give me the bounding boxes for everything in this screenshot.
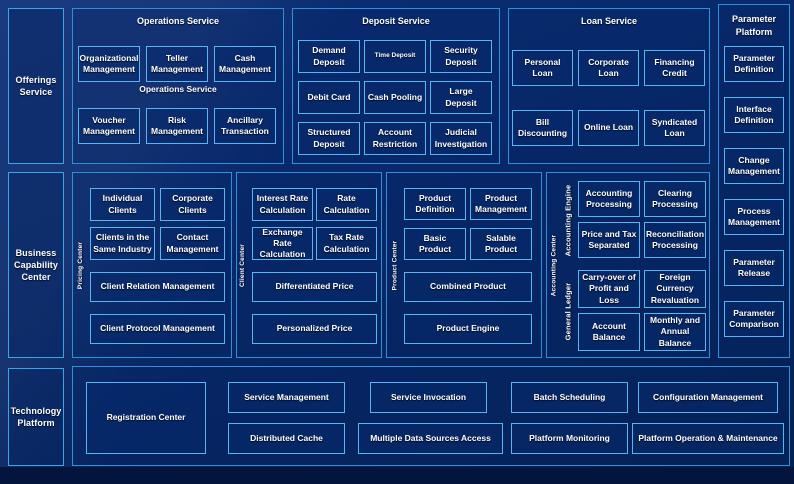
cell-product-definition[interactable]: Product Definition [404, 188, 466, 220]
cell-cash-pooling[interactable]: Cash Pooling [364, 81, 426, 114]
cell-price-and-tax-separated[interactable]: Price and Tax Separated [578, 222, 640, 258]
row-label-technology-platform: Technology Platform [8, 368, 64, 466]
cell-interface-definition[interactable]: Interface Definition [724, 97, 784, 133]
offerings-label-line1: Offerings [15, 74, 57, 85]
cell-basic-product[interactable]: Basic Product [404, 228, 466, 260]
cell-distributed-cache[interactable]: Distributed Cache [228, 423, 345, 454]
cell-client-relation-management[interactable]: Client Relation Management [90, 272, 225, 302]
footer-strip [0, 467, 794, 484]
parameter-platform-title: Parameter Platform [719, 13, 789, 39]
vlabel-general-ledger: General Ledger [563, 282, 573, 340]
cell-service-invocation[interactable]: Service Invocation [370, 382, 487, 413]
technology-label-line2: Platform [17, 418, 55, 428]
parameter-platform-title-line1: Parameter [731, 14, 777, 24]
group-title-loan-service: Loan Service [580, 16, 638, 26]
cell-change-management[interactable]: Change Management [724, 148, 784, 184]
cell-structured-deposit[interactable]: Structured Deposit [298, 122, 360, 155]
cell-demand-deposit[interactable]: Demand Deposit [298, 40, 360, 73]
cell-tax-rate-calculation[interactable]: Tax Rate Calculation [316, 227, 377, 260]
cell-accounting-processing[interactable]: Accounting Processing [578, 181, 640, 217]
cell-process-management[interactable]: Process Management [724, 199, 784, 235]
cell-reconciliation-processing[interactable]: Reconciliation Processing [644, 222, 706, 258]
business-label-line2: Capability [13, 259, 58, 270]
cell-risk-management[interactable]: Risk Management [146, 108, 208, 144]
cell-online-loan[interactable]: Online Loan [578, 110, 639, 146]
cell-multiple-data-sources-access[interactable]: Multiple Data Sources Access [358, 423, 503, 454]
cell-platform-monitoring[interactable]: Platform Monitoring [511, 423, 628, 454]
vlabel-product-center: Product Center [391, 240, 399, 290]
cell-ancillary-transaction[interactable]: Ancillary Transaction [214, 108, 276, 144]
cell-organizational-management[interactable]: Organizational Management [78, 46, 140, 82]
cell-foreign-currency-revaluation[interactable]: Foreign Currency Revaluation [644, 270, 706, 308]
cell-combined-product[interactable]: Combined Product [404, 272, 532, 302]
cell-service-management[interactable]: Service Management [228, 382, 345, 413]
group-title-operations-service: Operations Service [136, 16, 220, 26]
technology-label-line1: Technology [10, 405, 62, 416]
cell-product-engine[interactable]: Product Engine [404, 314, 532, 344]
group-midtitle-operations-service: Operations Service [139, 84, 217, 94]
cell-financing-credit[interactable]: Financing Credit [644, 50, 705, 86]
cell-bill-discounting[interactable]: Bill Discounting [512, 110, 573, 146]
cell-debit-card[interactable]: Debit Card [298, 81, 360, 114]
parameter-platform-title-line2: Platform [735, 27, 773, 38]
vlabel-accounting-center: Accounting Center [550, 234, 558, 296]
cell-corporate-loan[interactable]: Corporate Loan [578, 50, 639, 86]
cell-voucher-management[interactable]: Voucher Management [78, 108, 140, 144]
cell-personalized-price[interactable]: Personalized Price [252, 314, 377, 344]
cell-registration-center[interactable]: Registration Center [86, 382, 206, 454]
offerings-label-line2: Service [19, 87, 53, 97]
cell-differentiated-price[interactable]: Differentiated Price [252, 272, 377, 302]
cell-interest-rate-calculation[interactable]: Interest Rate Calculation [252, 188, 313, 221]
cell-judicial-investigation[interactable]: Judicial Investigation [430, 122, 492, 155]
vlabel-pricing-center: Pricing Center [77, 241, 85, 289]
cell-product-management[interactable]: Product Management [470, 188, 532, 220]
cell-client-protocol-management[interactable]: Client Protocol Management [90, 314, 225, 344]
cell-corporate-clients[interactable]: Corporate Clients [160, 188, 225, 221]
cell-rate-calculation[interactable]: Rate Calculation [316, 188, 377, 221]
cell-monthly-annual-balance[interactable]: Monthly and Annual Balance [644, 313, 706, 351]
cell-account-restriction[interactable]: Account Restriction [364, 122, 426, 155]
vlabel-accounting-engine: Accounting Engine [563, 184, 573, 256]
cell-parameter-release[interactable]: Parameter Release [724, 250, 784, 286]
cell-cash-management[interactable]: Cash Management [214, 46, 276, 82]
row-label-business-capability-center: Business Capability Center [8, 172, 64, 358]
cell-clients-same-industry[interactable]: Clients in the Same Industry [90, 227, 155, 260]
cell-clearing-processing[interactable]: Clearing Processing [644, 181, 706, 217]
cell-large-deposit[interactable]: Large Deposit [430, 81, 492, 114]
cell-exchange-rate-calculation[interactable]: Exchange Rate Calculation [252, 227, 313, 260]
row-label-offerings-service: Offerings Service [8, 8, 64, 164]
cell-security-deposit[interactable]: Security Deposit [430, 40, 492, 73]
cell-personal-loan[interactable]: Personal Loan [512, 50, 573, 86]
business-label-line3: Center [21, 272, 51, 283]
cell-individual-clients[interactable]: Individual Clients [90, 188, 155, 221]
cell-time-deposit[interactable]: Time Deposit [364, 40, 426, 73]
cell-syndicated-loan[interactable]: Syndicated Loan [644, 110, 705, 146]
cell-batch-scheduling[interactable]: Batch Scheduling [511, 382, 628, 413]
cell-platform-operation-maintenance[interactable]: Platform Operation & Maintenance [632, 423, 784, 454]
business-label-line1: Business [15, 247, 57, 258]
vlabel-client-center: Client Center [239, 243, 247, 287]
group-title-deposit-service: Deposit Service [362, 16, 430, 26]
cell-teller-management[interactable]: Teller Management [146, 46, 208, 82]
cell-parameter-comparison[interactable]: Parameter Comparison [724, 301, 784, 337]
cell-contact-management[interactable]: Contact Management [160, 227, 225, 260]
cell-salable-product[interactable]: Salable Product [470, 228, 532, 260]
cell-carry-over-profit-and-loss[interactable]: Carry-over of Profit and Loss [578, 270, 640, 308]
cell-parameter-definition[interactable]: Parameter Definition [724, 46, 784, 82]
cell-account-balance[interactable]: Account Balance [578, 313, 640, 351]
cell-configuration-management[interactable]: Configuration Management [638, 382, 778, 413]
